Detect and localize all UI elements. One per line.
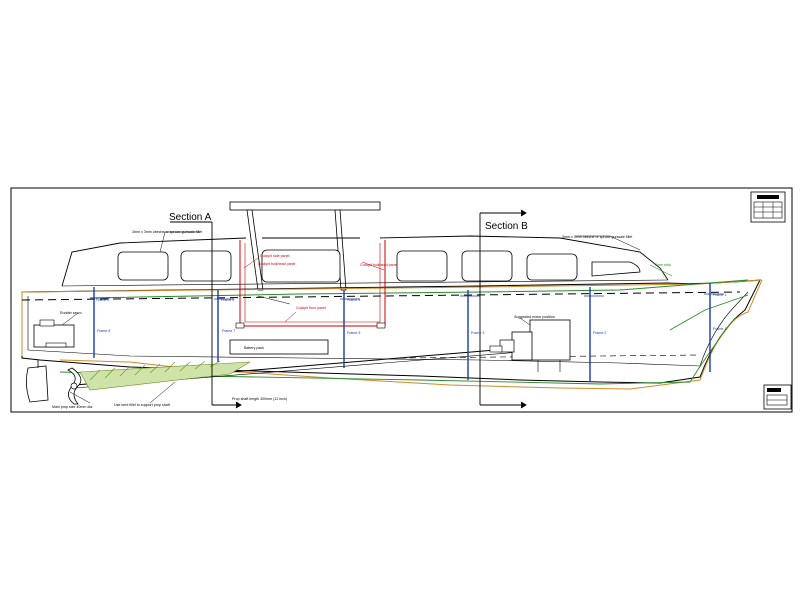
section-a-marker	[170, 221, 242, 409]
cabin-roof-frame	[229, 201, 381, 291]
keel-line	[21, 279, 763, 390]
frame-label: Frame 1	[713, 327, 726, 331]
rudder	[26, 360, 49, 403]
waterline-green	[59, 317, 736, 385]
section-b-label: Section B	[485, 221, 528, 232]
window	[591, 261, 641, 277]
note-gunwale-left: 3mm x 3mm obeche or spruce gunwale fille…	[132, 230, 202, 234]
green-strip-leader	[649, 264, 673, 277]
cockpit-floor-bracket	[235, 322, 245, 329]
frame-arrows	[90, 293, 724, 300]
frame-label: Frame 1	[713, 293, 726, 297]
cockpit-bulkhead-right-label: Cockpit bulkhead panel	[360, 263, 398, 267]
window	[526, 253, 578, 281]
bow-green-strip	[669, 294, 749, 331]
frame-label: Frame 4	[347, 298, 360, 302]
propeller	[67, 367, 82, 405]
deck-dashed-line	[21, 291, 741, 301]
frame-label: Frame 2	[593, 331, 606, 335]
battery-pack-label: Battery pack	[244, 346, 264, 350]
rudder-servo-label: Rudder servo	[60, 311, 82, 315]
frame-label: Frame 7	[222, 329, 235, 333]
cockpit-bulkhead-left-label: Cockpit bulkhead panel	[258, 262, 296, 266]
section-b-marker	[479, 209, 527, 409]
cabin-outline	[61, 235, 669, 287]
window	[261, 249, 341, 283]
cockpit-side-panel-label: Cockpit side panel	[260, 254, 290, 258]
prop-shaft	[74, 347, 521, 391]
rudder-servo	[33, 319, 75, 348]
leader-lines	[61, 231, 641, 404]
cockpit-floor-panel-label: Cockpit floor panel	[296, 306, 326, 310]
stern-fillet	[79, 361, 251, 391]
cockpit-leaders	[243, 257, 385, 323]
cockpit-floor-bracket	[376, 322, 386, 329]
prop-shaft-length-label: Prop shaft length 300mm (12 inch)	[232, 397, 287, 401]
battery-pack	[229, 339, 329, 355]
note-gunwale-right: 3mm x 3mm obeche or spruce gunwale fille…	[562, 235, 632, 239]
title-block-icon	[750, 191, 786, 223]
cockpit-panels	[239, 240, 386, 327]
revision-block-icon	[763, 384, 792, 410]
stern-tube-note: Use bent fillet to support prop shaft	[114, 403, 170, 407]
window	[461, 250, 513, 282]
cabin-windows	[117, 249, 641, 283]
frame-label: Frame 3	[471, 331, 484, 335]
frames	[93, 283, 711, 382]
frame-label: Frame 5	[347, 331, 360, 335]
window	[117, 251, 169, 281]
motor	[489, 319, 571, 372]
frame-label: Frame 8	[96, 298, 109, 302]
note-green-strip: 3mm strip	[655, 263, 671, 267]
window	[180, 250, 232, 282]
frame-label: Frame 6	[221, 298, 234, 302]
inner-hull-line	[27, 291, 749, 367]
motor-position-label: Suggested motor position	[514, 315, 555, 319]
section-a-label: Section A	[169, 212, 212, 223]
cabin-base-line	[61, 279, 669, 287]
frame-label: Frame 8	[97, 329, 110, 333]
window	[396, 250, 448, 282]
main-prop-label: Main prop size 40mm dia.	[52, 405, 93, 409]
